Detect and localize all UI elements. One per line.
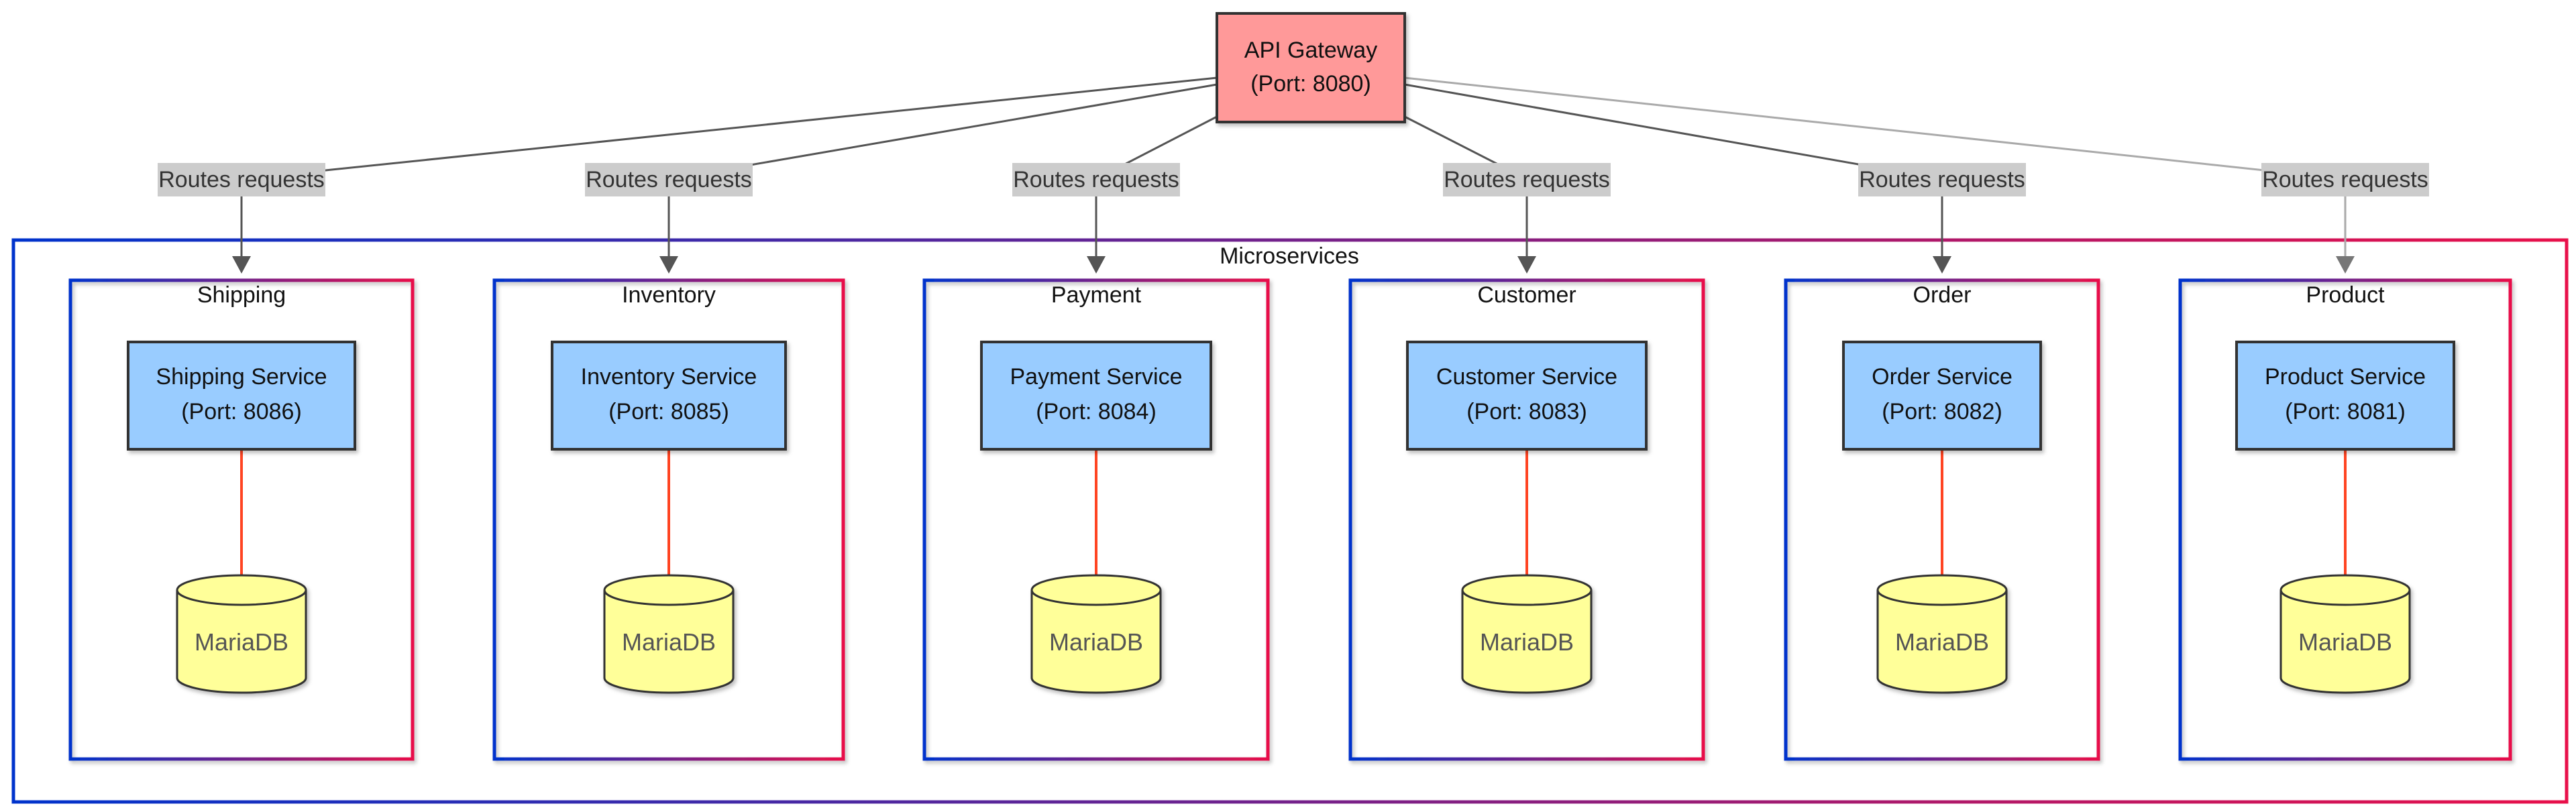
edge-arrowhead-customer xyxy=(1517,256,1536,274)
database-label-customer: MariaDB xyxy=(1480,628,1574,656)
service-name-order: Order Service xyxy=(1872,364,2012,390)
group-label-inventory: Inventory xyxy=(622,282,716,308)
edge-arrowhead-order xyxy=(1933,256,1951,274)
edge-label-bg-shipping xyxy=(158,163,325,196)
edge-arrowhead-shipping xyxy=(232,256,251,274)
edge-line-shipping xyxy=(241,76,1218,180)
group-label-shipping: Shipping xyxy=(197,282,286,308)
microservices-group-label: Microservices xyxy=(1220,243,1359,269)
service-port-customer: (Port: 8083) xyxy=(1466,399,1587,424)
database-customer[interactable] xyxy=(1461,574,1593,694)
edge-arrowhead-inventory xyxy=(659,256,678,274)
service-node-payment[interactable] xyxy=(980,341,1212,451)
database-rim-product xyxy=(2279,589,2411,606)
database-label-inventory: MariaDB xyxy=(622,628,716,656)
database-label-shipping: MariaDB xyxy=(195,628,288,656)
group-label-payment: Payment xyxy=(1051,282,1142,308)
service-port-shipping: (Port: 8086) xyxy=(181,399,302,424)
api-gateway-port: (Port: 8080) xyxy=(1250,71,1371,97)
api-gateway-title: API Gateway xyxy=(1244,38,1377,63)
service-port-product: (Port: 8081) xyxy=(2285,399,2406,424)
edge-line-order xyxy=(1404,83,1943,180)
edge-line-inventory xyxy=(668,83,1218,180)
database-rim-inventory xyxy=(603,589,735,606)
service-name-inventory: Inventory Service xyxy=(581,364,757,390)
edge-line-product xyxy=(1404,76,2346,180)
service-port-payment: (Port: 8084) xyxy=(1036,399,1157,424)
edge-label-bg-product xyxy=(2261,163,2429,196)
service-name-customer: Customer Service xyxy=(1436,364,1617,390)
api-gateway-node[interactable] xyxy=(1216,12,1406,123)
service-name-shipping: Shipping Service xyxy=(156,364,327,390)
database-shipping[interactable] xyxy=(176,574,307,694)
group-label-product: Product xyxy=(2306,282,2385,308)
group-frame-shipping xyxy=(68,278,415,761)
database-product[interactable] xyxy=(2279,574,2411,694)
group-frame-customer xyxy=(1348,278,1705,761)
edge-label-shipping: Routes requests xyxy=(158,167,325,192)
edge-arrowhead-product xyxy=(2336,256,2355,274)
service-node-shipping[interactable] xyxy=(127,341,356,451)
edge-label-bg-customer xyxy=(1443,163,1611,196)
database-rim-shipping xyxy=(176,589,307,606)
edge-label-customer: Routes requests xyxy=(1444,167,1610,192)
edge-label-bg-order xyxy=(1858,163,2026,196)
service-node-customer[interactable] xyxy=(1406,341,1648,451)
service-node-inventory[interactable] xyxy=(551,341,787,451)
group-label-order: Order xyxy=(1913,282,1972,308)
edge-label-payment: Routes requests xyxy=(1013,167,1179,192)
database-rim-order xyxy=(1876,589,2008,606)
database-payment[interactable] xyxy=(1030,574,1162,694)
microservices-group xyxy=(11,238,2569,804)
group-label-customer: Customer xyxy=(1477,282,1576,308)
edge-label-inventory: Routes requests xyxy=(586,167,752,192)
edge-label-bg-payment xyxy=(1012,163,1180,196)
service-name-product: Product Service xyxy=(2265,364,2426,390)
group-frame-order xyxy=(1784,278,2100,761)
database-rim-payment xyxy=(1030,589,1162,606)
database-label-order: MariaDB xyxy=(1895,628,1989,656)
service-name-payment: Payment Service xyxy=(1010,364,1183,390)
service-port-inventory: (Port: 8085) xyxy=(608,399,729,424)
database-label-product: MariaDB xyxy=(2298,628,2392,656)
group-frame-payment xyxy=(922,278,1270,761)
edge-label-bg-inventory xyxy=(585,163,753,196)
gateway-edges: Routes requests Routes requests Routes req… xyxy=(158,76,2429,274)
service-port-order: (Port: 8082) xyxy=(1882,399,2002,424)
database-label-payment: MariaDB xyxy=(1049,628,1143,656)
edge-arrowhead-payment xyxy=(1087,256,1106,274)
group-frame-product xyxy=(2178,278,2512,761)
database-rim-customer xyxy=(1461,589,1593,606)
database-order[interactable] xyxy=(1876,574,2008,694)
edge-label-order: Routes requests xyxy=(1859,167,2025,192)
service-node-product[interactable] xyxy=(2235,341,2455,451)
database-inventory[interactable] xyxy=(603,574,735,694)
edge-label-product: Routes requests xyxy=(2262,167,2428,192)
group-frame-inventory xyxy=(492,278,845,761)
service-node-order[interactable] xyxy=(1842,341,2042,451)
